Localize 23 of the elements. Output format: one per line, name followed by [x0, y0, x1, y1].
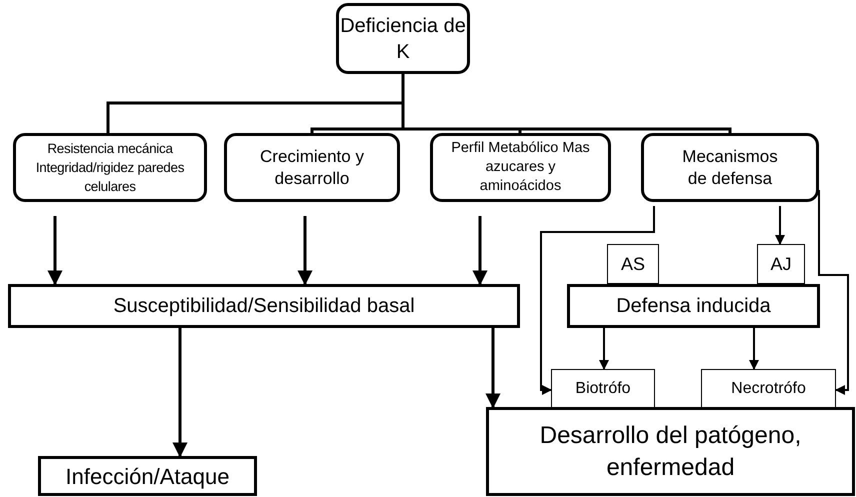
start-box: Deficiencia de K [336, 3, 470, 74]
connector-arrow [298, 216, 312, 286]
pathogen-box: Necrotrófo [701, 369, 836, 408]
connector-arrow [818, 190, 849, 395]
connector-arrow [540, 206, 655, 395]
connector-arrow [172, 328, 188, 458]
outcome-box: Defensa inducida [567, 284, 820, 328]
pathogen-box: Biotrófo [551, 369, 655, 408]
process-box: Crecimiento y desarrollo [224, 133, 400, 202]
connector-arrow [775, 206, 785, 245]
outcome-box: Desarrollo del patógeno, enfermedad [486, 407, 855, 496]
hormone-box: AJ [757, 244, 805, 284]
process-box: Mecanismos de defensa [641, 133, 819, 202]
process-box: Resistencia mecánica Integridad/rigidez paredes celulares [13, 133, 207, 202]
process-box: Perfil Metabólico Mas azucares y aminoácidos [430, 133, 611, 202]
connector-arrow [486, 328, 500, 408]
connector-arrow [472, 216, 488, 286]
connector-arrow [599, 328, 609, 370]
connector-arrow [48, 216, 62, 286]
outcome-box: Infección/Ataque [38, 456, 257, 496]
connector-arrow [749, 328, 759, 370]
outcome-box: Susceptibilidad/Sensibilidad basal [8, 284, 520, 328]
hormone-box: AS [607, 244, 659, 284]
